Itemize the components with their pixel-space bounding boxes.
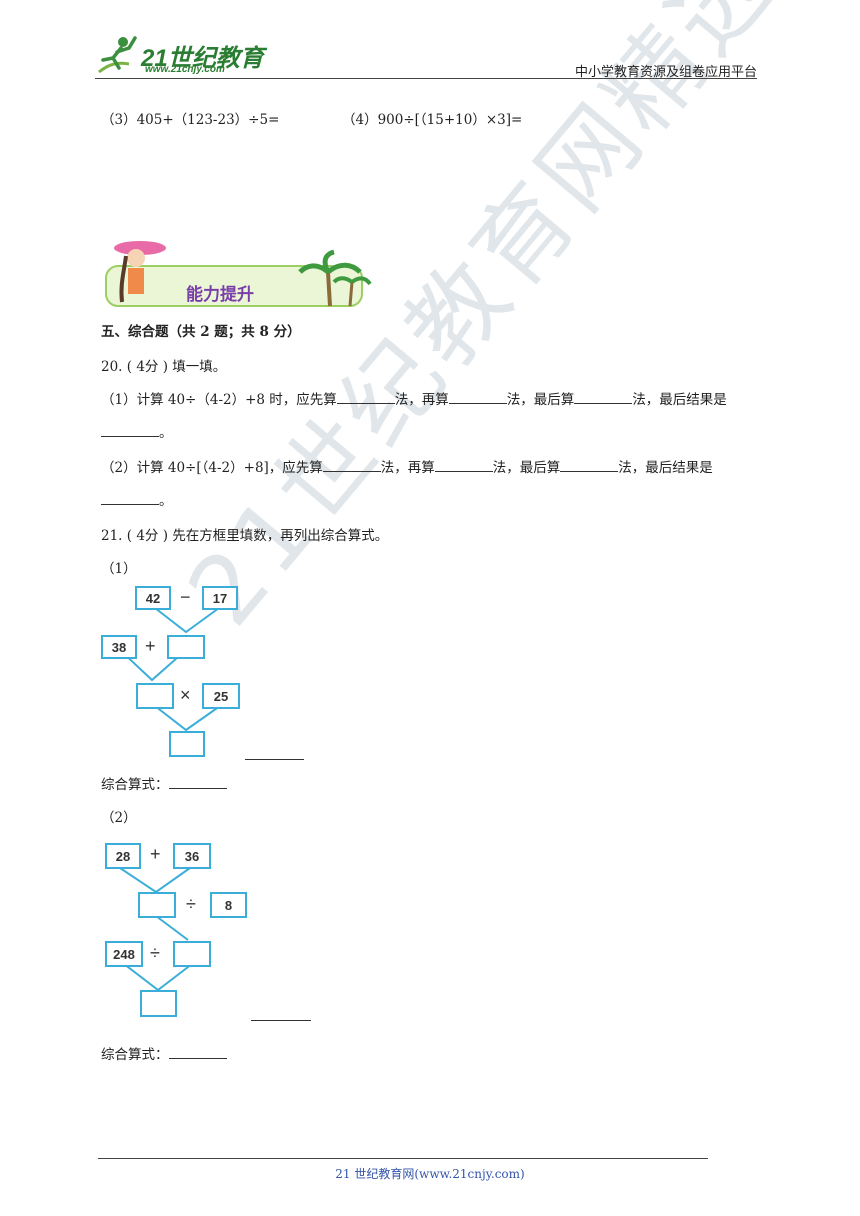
formula2-line: 综合算式： [101, 1043, 227, 1063]
q20-p2-text-d: 法，最后结果是 [618, 460, 713, 476]
q20-p2-end: 。 [159, 493, 173, 509]
diagram1-connectors [119, 607, 221, 732]
number-box: 42 [135, 586, 171, 610]
q20-p2-text-c: 法，最后算 [492, 460, 561, 476]
formula1-line: 综合算式： [101, 773, 227, 793]
q20-p2-text-a: （2）计算 40÷[（4-2）+8]，应先算 [101, 460, 323, 476]
answer-blank[interactable] [168, 1044, 227, 1059]
problem-3: （3）405+（123-23）÷5= [101, 112, 280, 128]
minus-operator: − [180, 587, 191, 607]
plus-operator: + [145, 636, 156, 656]
q20-part2-line: （2）计算 40÷[（4-2）+8]，应先算 法，再算 法，最后算 法，最后结果是 [101, 456, 713, 476]
q21-stem: 21. ( 4分 ) 先在方框里填数，再列出综合算式。 [101, 528, 389, 544]
number-box: 28 [105, 843, 141, 869]
plus-operator: + [150, 844, 161, 864]
problem-4: （4）900÷[（15+10）×3]= [342, 112, 523, 128]
divide-operator: ÷ [150, 943, 160, 963]
calc-diagram-2: 28 + 36 ÷ 8 248 ÷ [100, 840, 260, 1020]
number-box: 36 [173, 843, 211, 869]
answer-box[interactable] [138, 892, 176, 918]
answer-box[interactable] [136, 683, 174, 709]
number-box: 248 [105, 941, 143, 967]
answer-blank[interactable] [434, 457, 493, 472]
q20-part2-line2: 。 [101, 489, 173, 509]
q20-p1-end: 。 [159, 425, 173, 441]
q20-stem: 20. ( 4分 ) 填一填。 [101, 359, 227, 375]
number-box: 25 [202, 683, 240, 709]
answer-box[interactable] [140, 990, 177, 1017]
q20-p1-text-d: 法，最后结果是 [632, 392, 727, 408]
footer-text: 21 世纪教育网(www.21cnjy.com) [335, 1167, 525, 1181]
answer-blank[interactable] [336, 389, 395, 404]
calc-diagram-1: 42 − 17 38 + × 25 [100, 582, 250, 760]
number-box: 8 [210, 892, 247, 918]
diagram1-answer-line[interactable] [245, 759, 304, 760]
answer-blank[interactable] [322, 457, 381, 472]
number-box: 17 [202, 586, 238, 610]
answer-blank[interactable] [560, 457, 619, 472]
diagram2-answer-line[interactable] [251, 1020, 311, 1021]
ability-banner: 能力提升 [100, 232, 376, 312]
header-rule [95, 78, 757, 79]
banner-illustration-icon [105, 241, 372, 307]
q21-part1-label: （1） [101, 561, 137, 577]
answer-blank[interactable] [448, 389, 507, 404]
formula2-label: 综合算式： [101, 1047, 169, 1063]
times-operator: × [180, 685, 191, 705]
header-right-text: 中小学教育资源及组卷应用平台 [575, 65, 758, 80]
answer-blank[interactable] [168, 774, 227, 789]
logo-url-text: www.21cnjy.com [145, 64, 225, 75]
banner-label: 能力提升 [186, 285, 254, 305]
divide-operator: ÷ [186, 894, 196, 914]
header-logo: 21世纪教育 www.21cnjy.com [95, 34, 265, 78]
q20-p1-text-a: （1）计算 40÷（4-2）+8 时，应先算 [101, 392, 337, 408]
logo-main-text: 21世纪教育 [141, 45, 264, 72]
section-title: 五、综合题（共 2 题；共 8 分） [101, 324, 301, 340]
formula1-label: 综合算式： [101, 777, 169, 793]
q21-part2-label: （2） [101, 810, 137, 826]
footer-rule [98, 1158, 708, 1159]
q20-p1-text-c: 法，最后算 [506, 392, 575, 408]
runner-logo-icon [98, 36, 137, 74]
q20-p2-text-b: 法，再算 [380, 460, 435, 476]
number-box: 38 [101, 635, 137, 659]
answer-blank[interactable] [574, 389, 633, 404]
q20-part1-line2: 。 [101, 421, 173, 441]
answer-blank[interactable] [101, 422, 159, 437]
answer-box[interactable] [173, 941, 211, 967]
q20-p1-text-b: 法，再算 [394, 392, 449, 408]
answer-blank[interactable] [101, 490, 159, 505]
q20-part1-line: （1）计算 40÷（4-2）+8 时，应先算 法，再算 法，最后算 法，最后结果是 [101, 388, 727, 408]
answer-box[interactable] [169, 731, 205, 757]
answer-box[interactable] [167, 635, 205, 659]
